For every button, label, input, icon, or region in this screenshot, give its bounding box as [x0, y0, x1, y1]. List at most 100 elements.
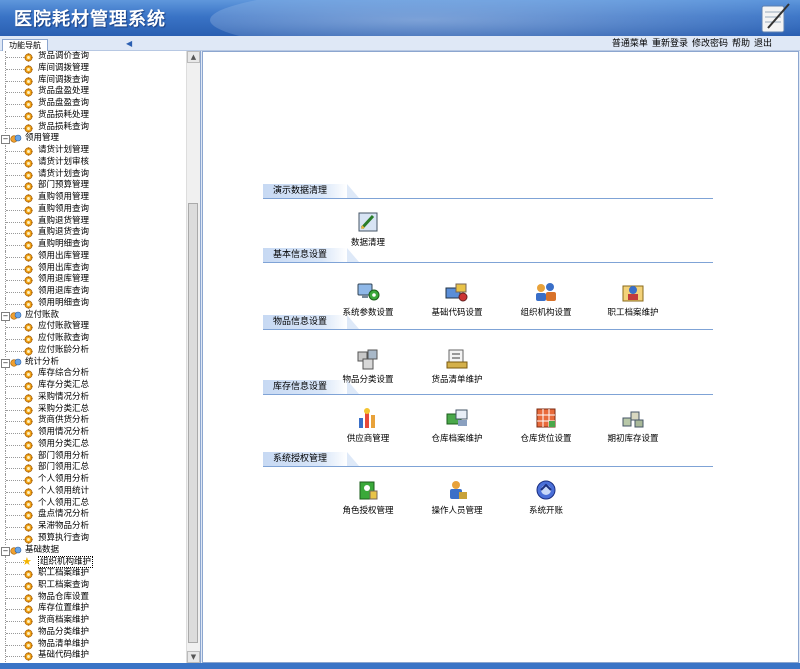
goods-list-icon[interactable] [444, 347, 470, 371]
staff-records-icon[interactable] [620, 280, 646, 304]
tree-item[interactable]: 货品盘盈查询 [0, 98, 186, 110]
tree-item[interactable]: 个人领用汇总 [0, 497, 186, 510]
shortcut-data-cleanup[interactable]: 数据清理 [328, 210, 408, 250]
tree-item[interactable]: 货商供货分析 [0, 415, 186, 427]
tree-item[interactable]: 货商档案维护 [0, 615, 186, 627]
system-params-icon[interactable] [355, 280, 381, 304]
shortcut-item-category[interactable]: 物品分类设置 [328, 347, 408, 387]
shortcut-organization[interactable]: 组织机构设置 [506, 280, 586, 320]
system-open-icon[interactable] [533, 478, 559, 502]
tree-item[interactable]: 采购情况分析 [0, 391, 186, 404]
tree-item[interactable]: 应付账龄分析 [0, 344, 186, 357]
tree-item[interactable]: 呆滞物品分析 [0, 521, 186, 533]
collapse-toggle-icon[interactable]: − [1, 311, 10, 321]
organization-icon[interactable] [533, 280, 559, 304]
link-relogin[interactable]: 重新登录 [651, 39, 688, 49]
tree-group[interactable]: −领用管理 [0, 133, 186, 145]
tree-connector [6, 527, 24, 528]
tree-item[interactable]: 预算执行查询 [0, 532, 186, 545]
tree-item-selected[interactable]: ★组织机构维护 [0, 556, 186, 569]
tree-item[interactable]: 物品仓库设置 [0, 591, 186, 604]
tree-item[interactable]: 库间调拨查询 [0, 74, 186, 87]
tree-item[interactable]: 领用出库管理 [0, 250, 186, 263]
tree-item[interactable]: 领用出库查询 [0, 262, 186, 275]
tree-item[interactable]: 直购明细查询 [0, 239, 186, 251]
tree-item[interactable]: 物品分类维护 [0, 626, 186, 639]
data-cleanup-icon[interactable] [355, 210, 381, 234]
tree-item[interactable]: 物品清单维护 [0, 638, 186, 651]
tree-item[interactable]: 货品调价查询 [0, 51, 186, 63]
tree-item[interactable]: 货品损耗查询 [0, 121, 186, 134]
base-code-icon[interactable] [444, 280, 470, 304]
tree-item[interactable]: 采购分类汇总 [0, 403, 186, 416]
collapse-toggle-icon[interactable]: − [1, 358, 10, 368]
tree-item[interactable]: 库存综合分析 [0, 368, 186, 380]
tree-item[interactable]: 请货计划查询 [0, 168, 186, 181]
tree-item[interactable]: 货品损耗处理 [0, 109, 186, 122]
tab-function-nav[interactable]: 功能导航 [2, 39, 48, 51]
tree-item[interactable]: 职工档案维护 [0, 568, 186, 580]
collapse-toggle-icon[interactable]: − [1, 135, 10, 145]
shortcut-base-code[interactable]: 基础代码设置 [417, 280, 497, 320]
opening-stock-icon[interactable] [620, 406, 646, 430]
shortcut-warehouse-slot[interactable]: 仓库货位设置 [506, 406, 586, 446]
shortcut-goods-list[interactable]: 货品清单维护 [417, 347, 497, 387]
link-exit[interactable]: 退出 [753, 39, 772, 49]
tree-scrollbar[interactable]: ▲ ▼ [186, 51, 200, 663]
warehouse-slot-icon[interactable] [533, 406, 559, 430]
tree-item[interactable]: 个人领用统计 [0, 485, 186, 498]
collapse-left-icon[interactable]: ◀ [126, 39, 133, 48]
tree-group[interactable]: −统计分析 [0, 357, 186, 369]
tree-item[interactable]: 个人领用分析 [0, 474, 186, 486]
tree-item[interactable]: 领用分类汇总 [0, 438, 186, 451]
tree-item[interactable]: 领用退库管理 [0, 274, 186, 286]
tree-item[interactable]: 库间调拨管理 [0, 62, 186, 75]
item-category-icon[interactable] [355, 347, 381, 371]
tree-item[interactable]: 请货计划审核 [0, 156, 186, 169]
tree-item[interactable]: 部门领用分析 [0, 450, 186, 463]
tree-item[interactable]: 部门预算管理 [0, 180, 186, 192]
tree-item[interactable]: 直购退货查询 [0, 227, 186, 239]
shortcut-warehouse-records[interactable]: 仓库档案维护 [417, 406, 497, 446]
tree-item[interactable]: 直购领用查询 [0, 203, 186, 216]
tree-item[interactable]: 职工档案查询 [0, 579, 186, 592]
collapse-toggle-icon[interactable]: − [1, 546, 10, 556]
scroll-up-icon[interactable]: ▲ [187, 51, 200, 63]
tree-item[interactable]: 直购退货管理 [0, 215, 186, 228]
operator-icon[interactable] [444, 478, 470, 502]
shortcut-operator[interactable]: 操作人员管理 [417, 478, 497, 518]
tree-item[interactable]: 货品盘盈处理 [0, 86, 186, 98]
tree-item[interactable]: 请货计划管理 [0, 145, 186, 157]
shortcut-staff-records[interactable]: 职工档案维护 [593, 280, 673, 320]
tree-item[interactable]: 基础代码维护 [0, 650, 186, 662]
tree-item[interactable]: 应付账款管理 [0, 321, 186, 333]
warehouse-records-icon[interactable] [444, 406, 470, 430]
tree-connector [6, 221, 24, 223]
shortcut-system-params[interactable]: 系统参数设置 [328, 280, 408, 320]
role-auth-icon[interactable] [355, 478, 381, 502]
scroll-thumb[interactable] [188, 203, 198, 643]
tree-connector [5, 62, 6, 75]
tree-connector [5, 509, 6, 521]
supplier-icon[interactable] [355, 406, 381, 430]
shortcut-system-open[interactable]: 系统开账 [506, 478, 586, 518]
tree-item[interactable]: 应付账款查询 [0, 333, 186, 345]
scroll-down-icon[interactable]: ▼ [187, 651, 200, 663]
tree-item[interactable]: 直购领用管理 [0, 192, 186, 204]
shortcut-label: 操作人员管理 [431, 506, 483, 516]
tree-item[interactable]: 库存分类汇总 [0, 380, 186, 392]
shortcut-supplier[interactable]: 供应商管理 [328, 406, 408, 446]
tree-item[interactable]: 领用明细查询 [0, 297, 186, 310]
link-help[interactable]: 帮助 [731, 39, 750, 49]
tree-item[interactable]: 部门领用汇总 [0, 462, 186, 474]
tree-group[interactable]: −基础数据 [0, 545, 186, 557]
tree-item[interactable]: 领用情况分析 [0, 427, 186, 439]
tree-item[interactable]: 库存位置维护 [0, 603, 186, 615]
tree-item[interactable]: 领用退库查询 [0, 286, 186, 298]
shortcut-opening-stock[interactable]: 期初库存设置 [593, 406, 673, 446]
tree-group[interactable]: −应付账款 [0, 310, 186, 322]
tree-item[interactable]: 盘点情况分析 [0, 509, 186, 521]
shortcut-role-auth[interactable]: 角色授权管理 [328, 478, 408, 518]
link-normal-menu[interactable]: 普通菜单 [611, 39, 648, 49]
link-change-password[interactable]: 修改密码 [691, 39, 728, 49]
